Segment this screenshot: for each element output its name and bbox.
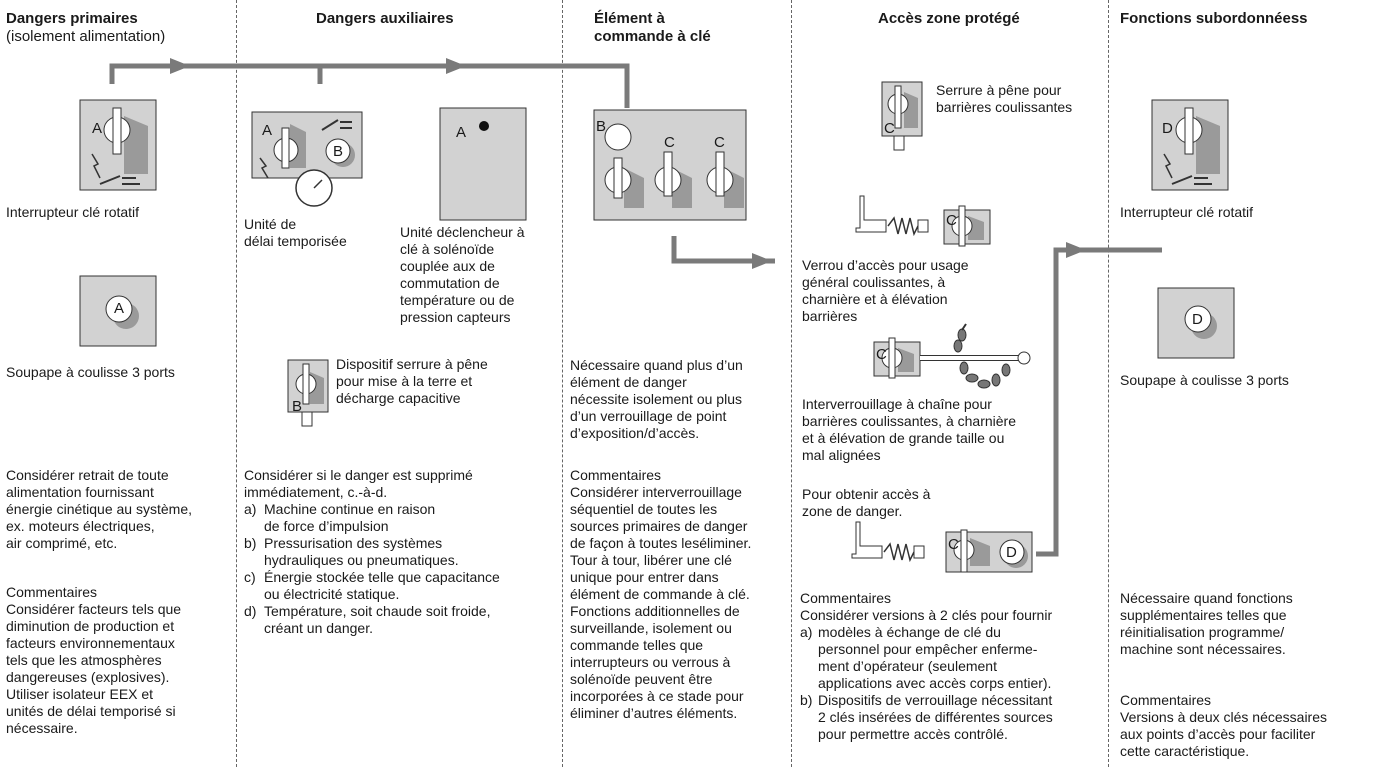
column-title: Accès zone protégé [878, 10, 1020, 27]
column-divider-4 [1108, 0, 1109, 767]
bolt-lock-icon [287, 359, 329, 427]
comments-title: Commentaires [1120, 692, 1212, 708]
two-key-access-lock-icon [851, 521, 1033, 573]
column-divider-2 [562, 0, 563, 767]
key-label: D [1192, 311, 1203, 328]
list-item: a) [244, 501, 256, 518]
comments-title: Commentaires [800, 590, 892, 606]
access-label: Pour obtenir accès à zone de danger. [802, 486, 931, 519]
arrowhead-4 [1066, 242, 1086, 258]
column-divider-1 [236, 0, 237, 767]
flow-arrow-top [109, 63, 630, 108]
key-label: C [948, 536, 959, 553]
key-label: C [884, 120, 895, 137]
key-label: C [714, 134, 725, 151]
comments-title: Commentaires [6, 584, 98, 600]
list-item-text: Machine continue en raison de force d’im… [264, 501, 436, 534]
note-text: Considérer retrait de toute alimentation… [6, 467, 192, 551]
key-label: A [114, 300, 125, 317]
list-marker: d) [244, 603, 257, 619]
key-label: A [262, 122, 273, 139]
comments-text: Considérer facteurs tels que diminution … [6, 601, 182, 736]
column-subtitle: (isolement alimentation) [6, 28, 166, 45]
column-title: Fonctions subordonnéess [1120, 10, 1308, 27]
list-item-text: Température, soit chaude soit froide, cr… [264, 603, 491, 636]
list-item: a) [800, 624, 812, 641]
device-label: Soupape à coulisse 3 ports [6, 364, 175, 380]
list-item: d) [244, 603, 256, 620]
arrowhead-3 [752, 253, 772, 269]
key-label: D [1006, 544, 1017, 561]
list-marker: b) [800, 692, 813, 708]
column-title: Dangers primaires [6, 10, 138, 27]
slide-valve-icon [79, 275, 157, 347]
comments-text: Considérer interverrouillage séquentiel … [570, 484, 752, 721]
key-label: C [946, 212, 957, 229]
device-label: Verrou d’accès pour usage général coulis… [802, 257, 969, 324]
device-label: Serrure à pêne pour barrières coulissant… [936, 82, 1073, 115]
list-item-text: Dispositifs de verrouillage nécessitant … [818, 692, 1053, 742]
key-label: D [1162, 120, 1173, 137]
list-item-text: Pressurisation des systèmes hydrauliques… [264, 535, 459, 568]
arrowhead-1 [170, 58, 190, 74]
list-item: b) [244, 535, 256, 552]
device-label: Interrupteur clé rotatif [6, 204, 140, 220]
note-text: Nécessaire quand fonctions supplémentair… [1120, 590, 1293, 657]
key-label: C [876, 346, 887, 363]
slide-valve-d-icon [1157, 287, 1235, 359]
column-title: Dangers auxiliaires [316, 10, 454, 27]
time-delay-unit-icon [251, 111, 363, 207]
chain-interlock-icon [873, 323, 1031, 389]
device-label: Dispositif serrure à pêne pour mise à la… [336, 356, 488, 406]
key-exchange-unit-icon [593, 109, 747, 221]
list-item-text: modèles à échange de clé du personnel po… [818, 624, 1052, 691]
key-label: C [664, 134, 675, 151]
device-label: Interverrouillage à chaîne pour barrière… [802, 396, 1016, 463]
device-label: Interrupteur clé rotatif [1120, 204, 1254, 220]
key-label: A [456, 124, 467, 141]
key-label: B [596, 118, 607, 135]
arrowhead-2 [446, 58, 466, 74]
access-lock-icon [855, 195, 991, 247]
list-item-text: Énergie stockée telle que capacitance ou… [264, 569, 500, 602]
flow-arrow-right [1036, 247, 1162, 557]
flow-arrow-middle [671, 236, 775, 264]
list-marker: a) [800, 624, 813, 640]
note-text: Nécessaire quand plus d’un élément de da… [570, 357, 743, 441]
rotary-switch-icon [79, 99, 157, 191]
key-label: A [92, 120, 103, 137]
key-label: B [333, 143, 344, 160]
column-divider-3 [791, 0, 792, 767]
sliding-gate-bolt-lock-icon [881, 81, 923, 151]
comments-text: Versions à deux clés nécessaires aux poi… [1120, 709, 1327, 759]
solenoid-trip-unit-icon [439, 107, 527, 221]
column-title: Élément à commande à clé [594, 10, 711, 45]
device-label: Unité de délai temporisée [244, 216, 347, 249]
list-marker: c) [244, 569, 256, 585]
list-item: c) [244, 569, 256, 586]
list-item: b) [800, 692, 812, 709]
list-marker: b) [244, 535, 257, 551]
device-label: Soupape à coulisse 3 ports [1120, 372, 1289, 388]
list-marker: a) [244, 501, 257, 517]
comments-text: Considérer versions à 2 clés pour fourni… [800, 607, 1053, 623]
comments-title: Commentaires [570, 467, 662, 483]
device-label: Unité déclencheur à clé à solénoïde coup… [400, 224, 525, 325]
rotary-switch-d-icon [1151, 99, 1229, 191]
note-text: Considérer si le danger est supprimé imm… [244, 467, 473, 500]
key-label: B [292, 398, 303, 415]
